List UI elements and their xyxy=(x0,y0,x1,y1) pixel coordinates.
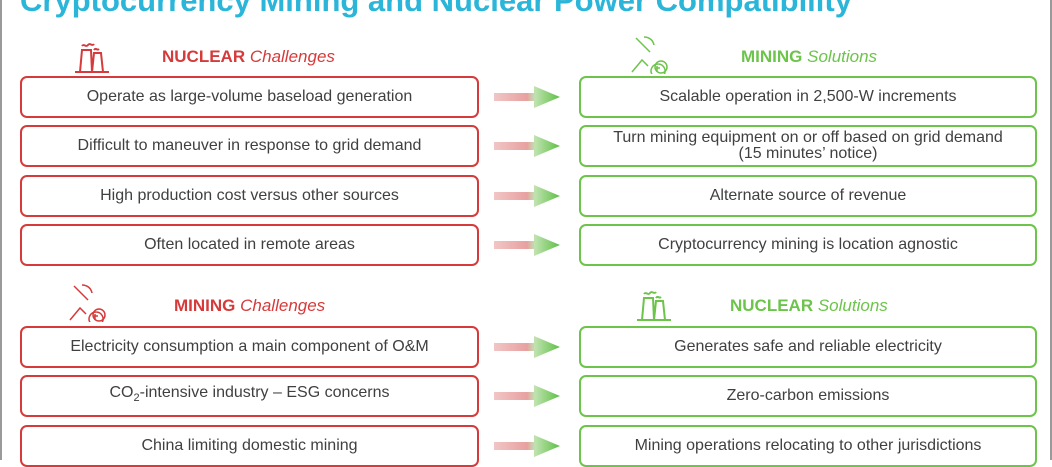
mining-pickaxe-bitcoin-icon xyxy=(630,34,670,74)
arrow-icon xyxy=(494,234,560,256)
arrow-icon xyxy=(494,86,560,108)
solution-box: Scalable operation in 2,500-W increments xyxy=(579,76,1037,118)
solution-box: Mining operations relocating to other ju… xyxy=(579,425,1037,467)
mining-challenges-header: MINING Challenges xyxy=(174,296,326,315)
arrow-icon xyxy=(494,435,560,457)
arrow-icon xyxy=(494,185,560,207)
challenge-box: Often located in remote areas xyxy=(20,224,479,266)
nuclear-plant-icon xyxy=(72,34,112,74)
nuclear-plant-icon xyxy=(634,282,674,322)
challenge-box: High production cost versus other source… xyxy=(20,175,479,217)
solution-box: Cryptocurrency mining is location agnost… xyxy=(579,224,1037,266)
solution-box: Alternate source of revenue xyxy=(579,175,1037,217)
solution-box: Generates safe and reliable electricity xyxy=(579,326,1037,368)
challenge-box: China limiting domestic mining xyxy=(20,425,479,467)
nuclear-solutions-header: NUCLEAR Solutions xyxy=(730,296,888,315)
mining-pickaxe-bitcoin-icon xyxy=(68,282,108,322)
page-title: Cryptocurrency Mining and Nuclear Power … xyxy=(20,0,852,18)
arrow-icon xyxy=(494,336,560,358)
solution-box: Turn mining equipment on or off based on… xyxy=(579,125,1037,167)
arrow-icon xyxy=(494,135,560,157)
challenge-box: Difficult to maneuver in response to gri… xyxy=(20,125,479,167)
challenge-box: CO2-intensive industry – ESG concerns xyxy=(20,375,479,417)
arrow-icon xyxy=(494,385,560,407)
solution-box: Zero-carbon emissions xyxy=(579,375,1037,417)
mining-solutions-header: MINING Solutions xyxy=(741,47,878,66)
challenge-box: Electricity consumption a main component… xyxy=(20,326,479,368)
challenge-box: Operate as large-volume baseload generat… xyxy=(20,76,479,118)
nuclear-challenges-header: NUCLEAR Challenges xyxy=(162,47,335,66)
